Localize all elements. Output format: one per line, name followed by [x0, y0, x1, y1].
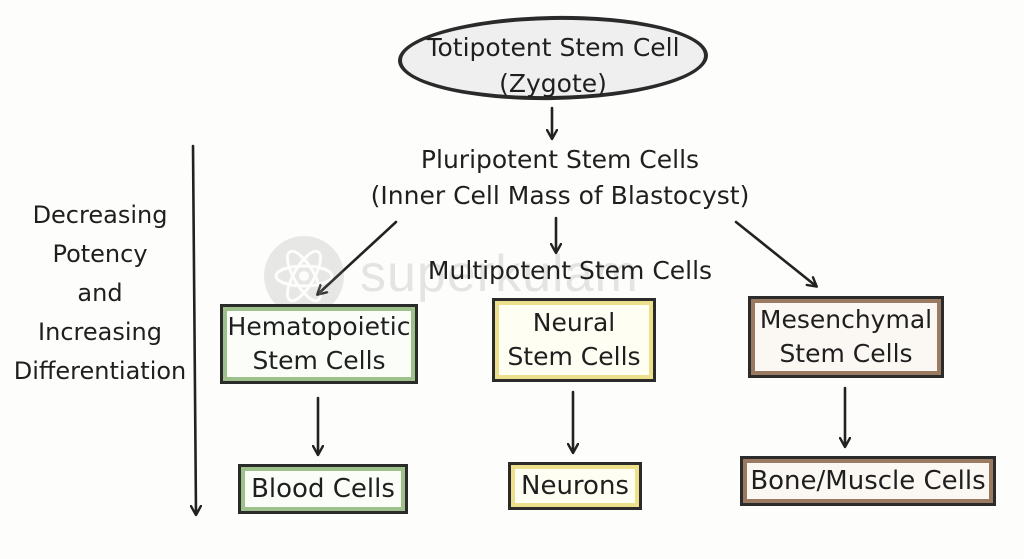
hematopoietic-line-2: Stem Cells	[252, 346, 386, 375]
side-label-line-2: Potency	[52, 240, 148, 268]
neurons-box: Neurons	[508, 462, 642, 510]
neural-stem-cells-box: Neural Stem Cells	[492, 298, 656, 382]
hematopoietic-stem-cells-box: Hematopoietic Stem Cells	[220, 304, 418, 384]
neural-line-2: Stem Cells	[507, 342, 641, 371]
side-label-line-3: and	[77, 279, 123, 307]
arrow-to-mesenchymal	[734, 220, 816, 286]
totipotent-title: Totipotent Stem Cell	[426, 33, 680, 62]
potency-differentiation-label: Decreasing Potency and Increasing Differ…	[10, 196, 190, 391]
arrow-to-hematopoietic	[318, 220, 398, 294]
side-label-line-4: Increasing	[38, 318, 162, 346]
pluripotent-title: Pluripotent Stem Cells	[420, 145, 700, 174]
blood-cells-label: Blood Cells	[251, 474, 395, 504]
hematopoietic-line-1: Hematopoietic	[227, 312, 411, 341]
pluripotent-subtitle: (Inner Cell Mass of Blastocyst)	[370, 181, 750, 210]
mesenchymal-line-2: Stem Cells	[779, 339, 913, 368]
mesenchymal-stem-cells-box: Mesenchymal Stem Cells	[748, 296, 944, 378]
blood-cells-box: Blood Cells	[238, 464, 408, 514]
totipotent-subtitle: (Zygote)	[499, 69, 607, 98]
neural-line-1: Neural	[532, 308, 616, 337]
totipotent-label: Totipotent Stem Cell (Zygote)	[398, 30, 708, 102]
side-label-line-5: Differentiation	[13, 357, 187, 385]
neurons-label: Neurons	[521, 471, 629, 501]
bone-muscle-cells-box: Bone/Muscle Cells	[740, 456, 996, 506]
pluripotent-label: Pluripotent Stem Cells (Inner Cell Mass …	[330, 142, 790, 214]
mesenchymal-line-1: Mesenchymal	[759, 305, 933, 334]
multipotent-label: Multipotent Stem Cells	[427, 256, 713, 285]
arrow-decreasing-potency	[193, 144, 196, 514]
bone-muscle-cells-label: Bone/Muscle Cells	[750, 466, 986, 496]
side-label-line-1: Decreasing	[32, 201, 168, 229]
